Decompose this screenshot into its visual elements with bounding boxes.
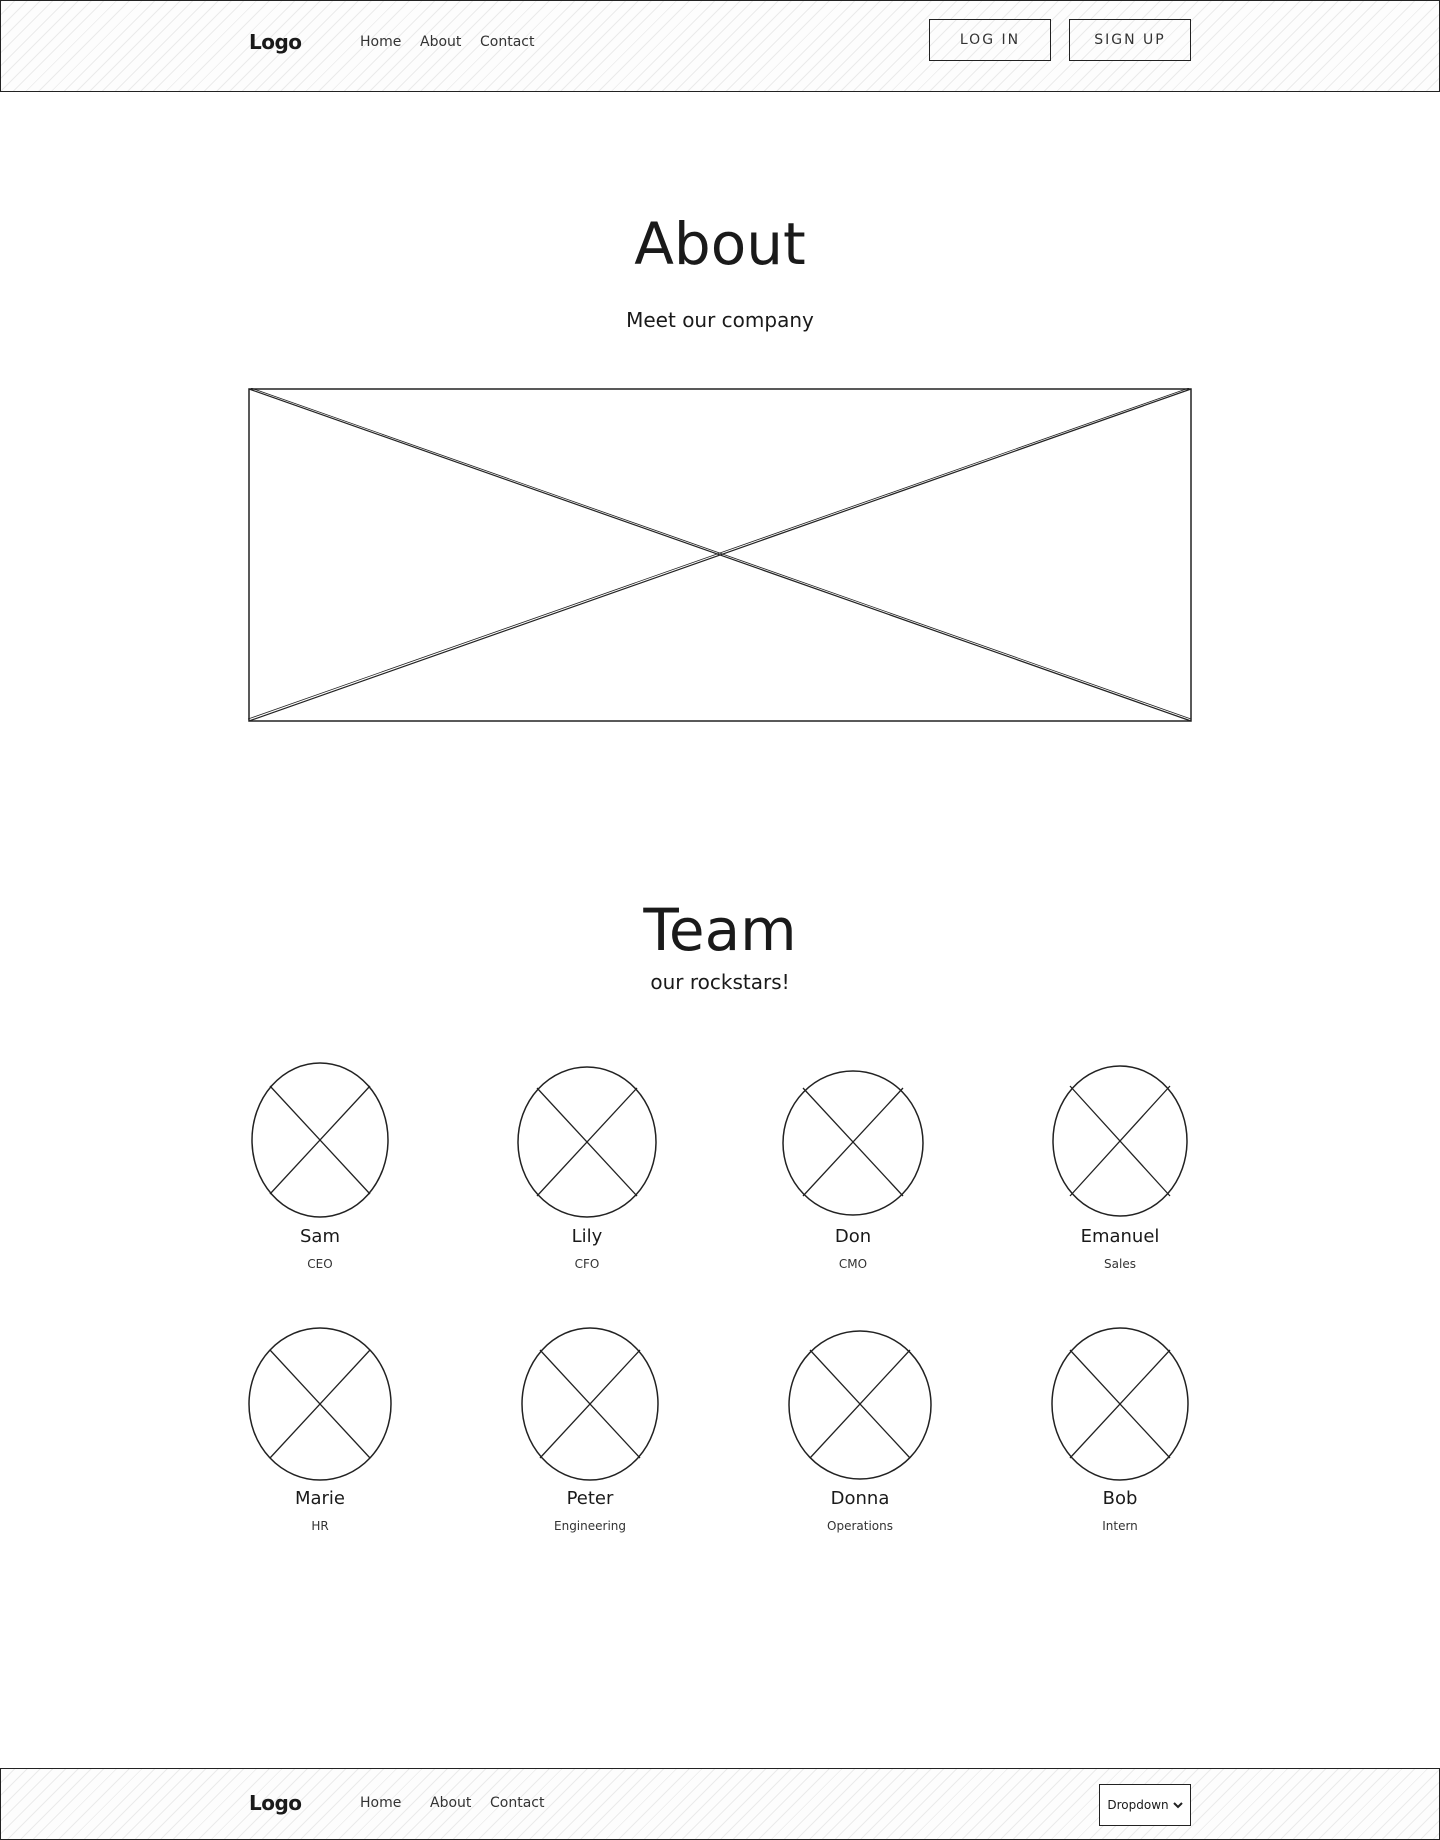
image-placeholder: [248, 388, 1192, 722]
nav-about-link[interactable]: About: [420, 34, 462, 50]
avatar-placeholder: [788, 1330, 932, 1480]
member-role: CEO: [307, 1257, 333, 1271]
member-name: Bob: [1102, 1488, 1138, 1509]
nav-contact-link[interactable]: Contact: [480, 34, 535, 50]
about-title: About: [634, 210, 806, 278]
team-member-card: Bob Intern: [1030, 1326, 1210, 1533]
site-footer: Logo Home About Contact: [0, 1768, 1440, 1840]
avatar-placeholder: [1051, 1327, 1189, 1481]
footer-dropdown[interactable]: Dropdown: [1099, 1784, 1191, 1826]
member-name: Donna: [830, 1488, 890, 1509]
member-name: Sam: [300, 1226, 340, 1247]
nav-home-link[interactable]: Home: [360, 34, 402, 50]
avatar-placeholder: [251, 1062, 389, 1218]
login-button[interactable]: LOG IN: [929, 19, 1051, 61]
team-member-card: Don CMO: [763, 1066, 943, 1271]
chevron-down-icon: [1172, 1802, 1183, 1809]
member-name: Emanuel: [1080, 1226, 1160, 1247]
site-header: Logo Home About Contact LOG IN SIGN UP: [0, 0, 1440, 92]
member-name: Don: [834, 1226, 872, 1247]
footer-home-link[interactable]: Home: [360, 1795, 402, 1811]
team-title: Team: [643, 896, 797, 964]
footer-about-link[interactable]: About: [430, 1795, 472, 1811]
footer-contact-link[interactable]: Contact: [490, 1795, 545, 1811]
team-member-card: Marie HR: [230, 1326, 410, 1533]
team-member-card: Lily CFO: [497, 1064, 677, 1271]
signup-button[interactable]: SIGN UP: [1069, 19, 1191, 61]
avatar-placeholder: [521, 1327, 659, 1481]
footer-logo[interactable]: Logo: [249, 1791, 302, 1815]
member-role: CFO: [574, 1257, 600, 1271]
member-name: Peter: [566, 1488, 614, 1509]
dropdown-label: Dropdown: [1107, 1798, 1169, 1812]
member-role: Engineering: [554, 1519, 626, 1533]
team-member-card: Peter Engineering: [500, 1326, 680, 1533]
avatar-placeholder: [517, 1066, 657, 1218]
avatar-placeholder: [782, 1070, 924, 1216]
team-member-card: Sam CEO: [230, 1060, 410, 1271]
member-role: Sales: [1104, 1257, 1136, 1271]
member-name: Lily: [571, 1226, 603, 1247]
member-role: HR: [311, 1519, 329, 1533]
member-role: Intern: [1102, 1519, 1138, 1533]
member-role: Operations: [827, 1519, 893, 1533]
about-subtitle: Meet our company: [626, 308, 814, 332]
header-logo[interactable]: Logo: [249, 30, 302, 54]
avatar-placeholder: [1052, 1065, 1188, 1217]
member-name: Marie: [294, 1488, 346, 1509]
avatar-placeholder: [248, 1327, 392, 1481]
member-role: CMO: [838, 1257, 868, 1271]
team-subtitle: our rockstars!: [650, 970, 790, 994]
team-member-card: Emanuel Sales: [1030, 1062, 1210, 1271]
team-member-card: Donna Operations: [770, 1328, 950, 1533]
